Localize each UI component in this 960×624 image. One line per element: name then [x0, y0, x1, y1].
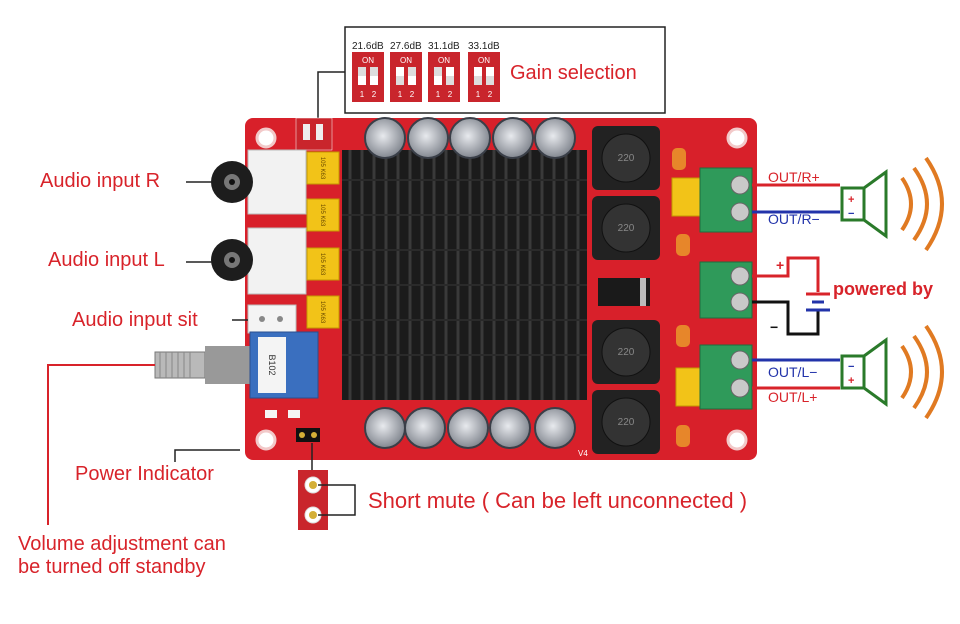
- rca-jack-r: [211, 149, 307, 215]
- svg-text:2: 2: [448, 90, 453, 99]
- svg-text:220: 220: [618, 223, 635, 234]
- heatsink: [342, 150, 587, 400]
- speaker-r-plus: +: [848, 194, 854, 206]
- svg-text:ON: ON: [478, 56, 490, 65]
- output-terminal-r: [699, 167, 753, 233]
- power-plus-sign: +: [776, 257, 784, 273]
- out-l-plus-label: OUT/L+: [768, 389, 817, 405]
- speaker-left: [840, 324, 944, 420]
- dip-switch-option: 21.6dB ON 1 2: [352, 41, 384, 102]
- power-minus-sign: −: [770, 319, 778, 335]
- svg-text:1: 1: [436, 90, 441, 99]
- volume-label-line1: Volume adjustment can: [18, 533, 226, 555]
- gain-callout-line: [317, 71, 345, 122]
- dip-switch-option: 27.6dB ON 1 2: [390, 41, 422, 102]
- svg-text:2: 2: [410, 90, 415, 99]
- speaker-right: [840, 156, 944, 252]
- heatsink-fins: [348, 150, 580, 400]
- volume-potentiometer: B102: [154, 331, 319, 399]
- output-terminal-l: [699, 344, 753, 410]
- volume-label-line2: be turned off standby: [18, 556, 206, 578]
- mute-bracket: [318, 484, 356, 516]
- gain-selection-label: Gain selection: [510, 62, 637, 84]
- out-r-plus-label: OUT/R+: [768, 169, 820, 185]
- onboard-dip-switch: [295, 117, 333, 151]
- inductors: [592, 126, 660, 454]
- svg-text:105 K63: 105 K63: [319, 204, 325, 227]
- out-r-minus-label: OUT/R−: [768, 211, 820, 227]
- svg-text:2: 2: [372, 90, 377, 99]
- battery-symbol: [806, 292, 830, 312]
- mounting-holes: [255, 127, 748, 451]
- speaker-l-minus: −: [848, 361, 854, 373]
- powered-by-label: powered by: [833, 279, 934, 299]
- short-mute-label: Short mute ( Can be left unconnected ): [368, 488, 748, 513]
- dip-switch-option: 31.1dB ON 1 2: [428, 41, 460, 102]
- rca-jack-l: [211, 227, 307, 295]
- power-indicator-label: Power Indicator: [75, 463, 214, 485]
- callout-line-power: [174, 449, 240, 462]
- svg-text:220: 220: [618, 153, 635, 164]
- yellow-capacitors: [306, 151, 340, 329]
- svg-text:ON: ON: [438, 56, 450, 65]
- svg-text:105 K63: 105 K63: [319, 253, 325, 276]
- svg-text:220: 220: [618, 417, 635, 428]
- audio-input-connector: [247, 304, 297, 334]
- svg-text:105 K63: 105 K63: [319, 157, 325, 180]
- svg-text:ON: ON: [400, 56, 412, 65]
- gain-db-label: 27.6dB: [390, 41, 422, 52]
- svg-text:220: 220: [618, 347, 635, 358]
- out-l-minus-label: OUT/L−: [768, 364, 817, 380]
- dip-switch-options: 21.6dB ON 1 2 27.6dB ON 1 2 31.1dB ON 1 …: [352, 41, 500, 102]
- power-wire-plus: [752, 256, 820, 292]
- gain-db-label: 33.1dB: [468, 41, 500, 52]
- audio-input-l-label: Audio input L: [48, 249, 165, 271]
- callout-line-volume: [47, 364, 155, 525]
- dip-switch-option: 33.1dB ON 1 2: [468, 41, 500, 102]
- top-capacitors: [364, 117, 576, 159]
- svg-text:1: 1: [360, 90, 365, 99]
- svg-text:1: 1: [476, 90, 481, 99]
- mute-header: [296, 428, 320, 442]
- power-terminal: [699, 261, 753, 319]
- bottom-capacitors: [364, 407, 576, 449]
- svg-text:ON: ON: [362, 56, 374, 65]
- gain-db-label: 21.6dB: [352, 41, 384, 52]
- audio-input-r-label: Audio input R: [40, 170, 161, 192]
- svg-text:105 K63: 105 K63: [319, 301, 325, 324]
- svg-text:B102: B102: [267, 354, 277, 375]
- gain-db-label: 31.1dB: [428, 41, 460, 52]
- speaker-l-plus: +: [848, 375, 854, 387]
- audio-input-sit-label: Audio input sit: [72, 309, 198, 331]
- svg-text:1: 1: [398, 90, 403, 99]
- speaker-r-minus: −: [848, 208, 854, 220]
- svg-text:V4: V4: [578, 449, 588, 458]
- power-wire-minus: [752, 300, 820, 336]
- svg-text:2: 2: [488, 90, 493, 99]
